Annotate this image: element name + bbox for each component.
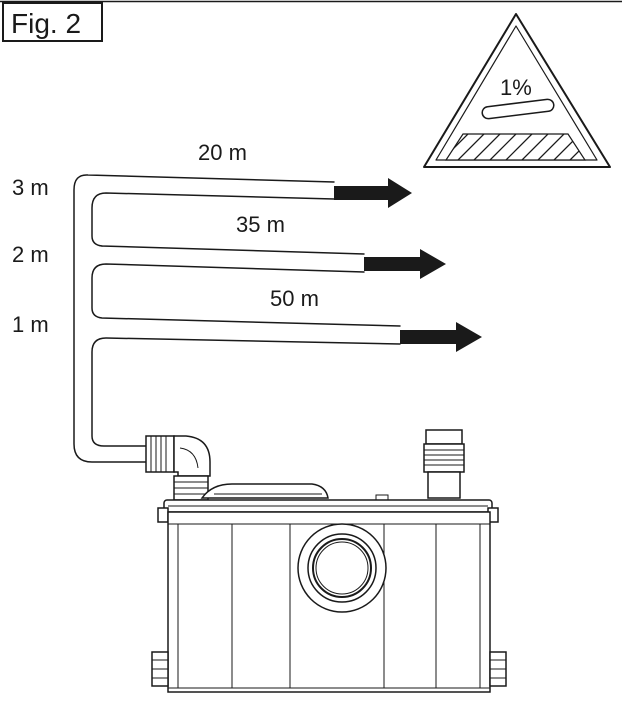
height-label-2m: 2 m [12, 242, 49, 267]
arrow-outlet-35m [364, 249, 446, 279]
arrow-outlet-20m [334, 178, 412, 208]
elbow-connector [145, 435, 211, 501]
arrow-outlet-50m [400, 322, 482, 352]
ventilation-inlet [423, 429, 465, 499]
slope-pipe-icon [481, 98, 555, 120]
slope-percent-label: 1% [500, 75, 532, 100]
height-label-3m: 3 m [12, 175, 49, 200]
height-label-1m: 1 m [12, 312, 49, 337]
figure-label-box [2, 2, 103, 42]
side-inlet-right [489, 651, 507, 687]
slope-warning-icon: 1% [423, 13, 611, 168]
figure-label: Fig. 2 [11, 8, 81, 39]
pump-unit [151, 483, 507, 693]
distance-label-50m: 50 m [270, 286, 319, 311]
ground-hatch-icon [444, 133, 587, 161]
pipe-inner-wall [91, 192, 401, 447]
pipe-outer-wall [73, 174, 335, 463]
side-inlet-left [151, 651, 169, 687]
distance-label-35m: 35 m [236, 212, 285, 237]
discharge-pipe [73, 174, 401, 463]
distance-label-20m: 20 m [198, 140, 247, 165]
